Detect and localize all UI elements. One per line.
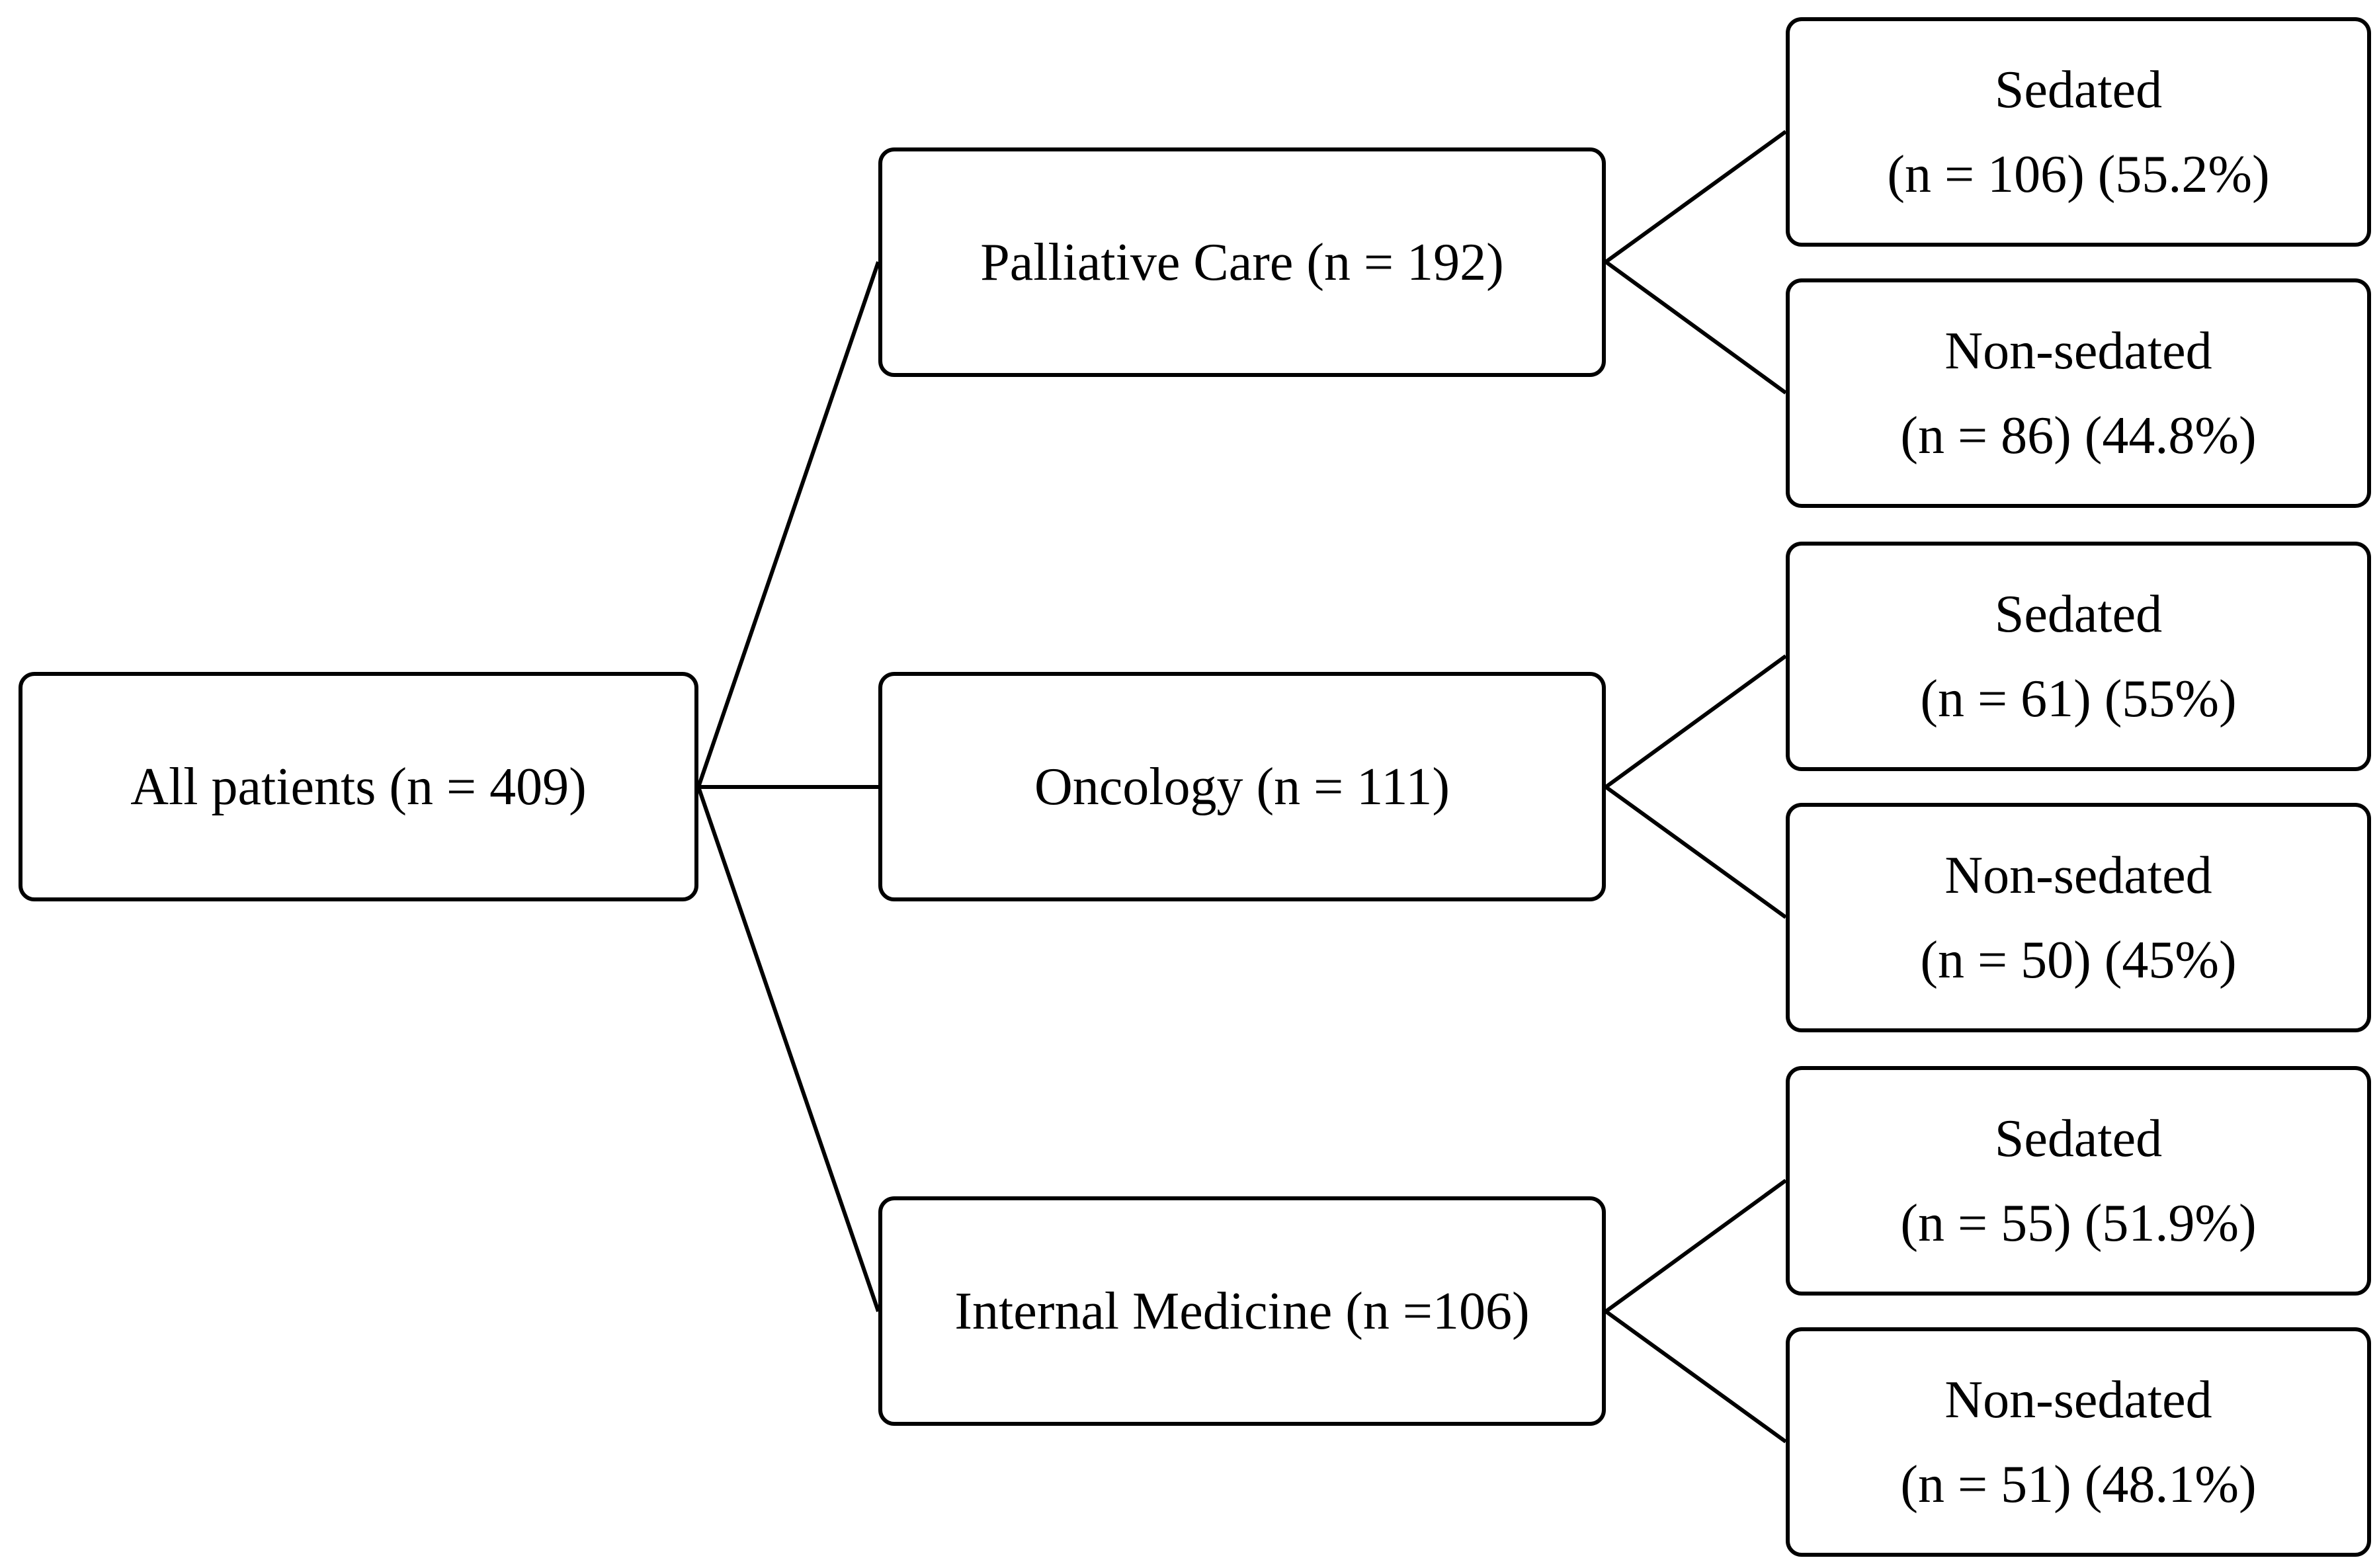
- node-palliative-care-label: Palliative Care (n = 192): [980, 233, 1504, 292]
- leaf-oncology-non-sedated: Non-sedated (n = 50) (45%): [1786, 803, 2371, 1032]
- leaf-internal-sedated: Sedated (n = 55) (51.9%): [1786, 1066, 2371, 1296]
- leaf-label: Sedated: [1994, 60, 2163, 119]
- node-all-patients-label: All patients (n = 409): [130, 757, 587, 816]
- connector-root-palliative: [696, 261, 880, 788]
- leaf-stats: (n = 51) (48.1%): [1900, 1455, 2257, 1514]
- leaf-stats: (n = 61) (55%): [1920, 669, 2237, 728]
- leaf-stats: (n = 86) (44.8%): [1900, 406, 2257, 465]
- leaf-palliative-sedated: Sedated (n = 106) (55.2%): [1786, 17, 2371, 247]
- leaf-stats: (n = 50) (45%): [1920, 930, 2237, 989]
- node-palliative-care: Palliative Care (n = 192): [878, 147, 1606, 377]
- node-internal-medicine-label: Internal Medicine (n =106): [954, 1282, 1530, 1341]
- node-internal-medicine: Internal Medicine (n =106): [878, 1196, 1606, 1426]
- leaf-stats: (n = 106) (55.2%): [1887, 145, 2270, 204]
- leaf-label: Sedated: [1994, 585, 2163, 643]
- connector-palliative-sedated: [1605, 130, 1787, 264]
- leaf-label: Non-sedated: [1944, 321, 2212, 380]
- leaf-label: Sedated: [1994, 1109, 2163, 1168]
- node-oncology: Oncology (n = 111): [878, 672, 1606, 901]
- leaf-stats: (n = 55) (51.9%): [1900, 1194, 2257, 1253]
- connector-internal-non-sedated: [1605, 1309, 1787, 1444]
- leaf-label: Non-sedated: [1944, 846, 2212, 905]
- connector-internal-sedated: [1605, 1178, 1787, 1313]
- connector-root-internal: [696, 786, 880, 1312]
- connector-oncology-non-sedated: [1605, 785, 1787, 919]
- leaf-palliative-non-sedated: Non-sedated (n = 86) (44.8%): [1786, 278, 2371, 508]
- connector-palliative-non-sedated: [1605, 260, 1787, 395]
- leaf-internal-non-sedated: Non-sedated (n = 51) (48.1%): [1786, 1327, 2371, 1557]
- node-all-patients: All patients (n = 409): [19, 672, 698, 901]
- leaf-oncology-sedated: Sedated (n = 61) (55%): [1786, 542, 2371, 771]
- leaf-label: Non-sedated: [1944, 1370, 2212, 1429]
- node-oncology-label: Oncology (n = 111): [1034, 757, 1450, 816]
- connector-oncology-sedated: [1605, 654, 1787, 789]
